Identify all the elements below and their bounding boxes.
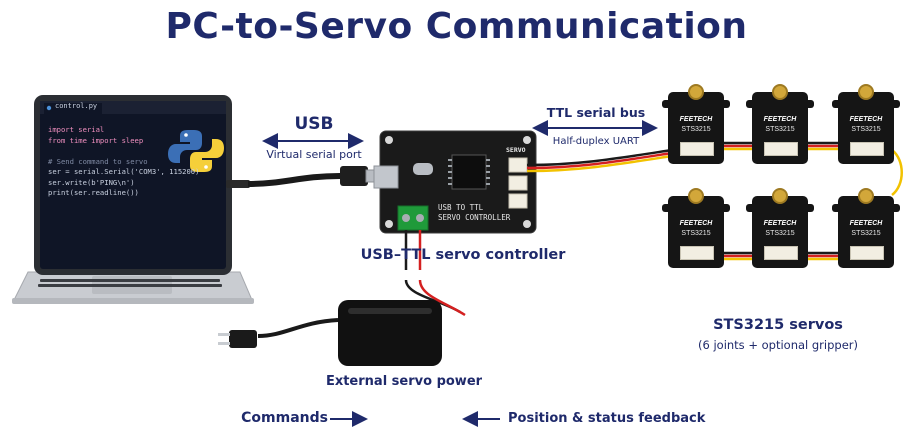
servo-connector (680, 142, 714, 156)
servo-model: STS3215 (765, 230, 795, 237)
code-line: ser = serial.Serial('COM3', 115200) (48, 167, 200, 176)
controller-caption: USB–TTL servo controller (360, 247, 566, 263)
code-line: # Send command to servo (48, 156, 148, 166)
servo-unit: FEETECH STS3215 (746, 84, 814, 164)
servo-horn-icon (688, 188, 704, 204)
servo-horn-icon (858, 188, 874, 204)
python-logo-icon (168, 130, 224, 172)
ttl-bus-cable (526, 148, 673, 173)
usb-label: USB (294, 114, 334, 134)
servo-chain-cables (721, 141, 903, 261)
servo-brand: FEETECH (763, 116, 797, 123)
file-icon (46, 105, 52, 111)
code-line: print(ser.readline()) (48, 188, 139, 197)
code-line: from time import sleep (48, 135, 144, 145)
servo-model: STS3215 (681, 126, 711, 133)
servo-model: STS3215 (851, 230, 881, 237)
power-supply-brick (218, 300, 442, 366)
servo-horn-icon (858, 84, 874, 100)
servo-unit: FEETECH STS3215 (662, 84, 730, 164)
wall-plug-icon (229, 330, 257, 348)
servo-horn-icon (688, 84, 704, 100)
servo-model: STS3215 (681, 230, 711, 237)
ttl-sublabel: Half-duplex UART (552, 136, 640, 147)
servo-port-1 (508, 157, 528, 173)
board-text-line2: SERVO CONTROLLER (438, 213, 511, 222)
usb-cable (226, 166, 379, 188)
servo-horn-icon (772, 84, 788, 100)
laptop (12, 95, 254, 304)
servo-model: STS3215 (765, 126, 795, 133)
power-cable (404, 230, 466, 317)
servo-connector (764, 246, 798, 260)
power-caption: External servo power (325, 374, 483, 389)
servo-brand: FEETECH (679, 220, 713, 227)
commands-legend-label: Commands (241, 410, 328, 426)
code-line (48, 146, 180, 157)
laptop-keyboard (38, 279, 222, 287)
servo-brand: FEETECH (763, 220, 797, 227)
servos-caption: STS3215 servos (713, 317, 843, 333)
code-line: import serial (48, 125, 105, 134)
servo-unit: FEETECH STS3215 (832, 188, 900, 268)
servo-model: STS3215 (851, 126, 881, 133)
laptop-screen (40, 101, 226, 269)
board-text-line1: USB TO TTL (438, 203, 484, 212)
servo-brand: FEETECH (849, 116, 883, 123)
editor-tab-label: control.py (55, 102, 98, 110)
servos-subcaption: (6 joints + optional gripper) (698, 338, 858, 352)
servo-horn-icon (772, 188, 788, 204)
servo-brand: FEETECH (849, 220, 883, 227)
servo-brand: FEETECH (679, 116, 713, 123)
feedback-legend-label: Position & status feedback (508, 411, 706, 426)
diagram-title: PC-to-Servo Communication (165, 6, 748, 47)
servo-unit: FEETECH STS3215 (662, 188, 730, 268)
servo-unit: FEETECH STS3215 (746, 188, 814, 268)
servo-port-2 (508, 175, 528, 191)
servo-port-3 (508, 193, 528, 209)
code-line: ser.write(b'PING\n') (48, 177, 135, 187)
servo-connector (764, 142, 798, 156)
controller-chip (451, 154, 487, 190)
usb-sublabel: Virtual serial port (266, 148, 362, 161)
servo-connector (680, 246, 714, 260)
servo-connector (850, 142, 884, 156)
usb-port (373, 165, 399, 189)
servo-port-label: SERVO (506, 146, 526, 154)
crystal-oscillator (413, 163, 433, 175)
ttl-label: TTL serial bus (546, 105, 646, 120)
servo-connector (850, 246, 884, 260)
servo-unit: FEETECH STS3215 (832, 84, 900, 164)
controller-board (373, 130, 537, 234)
